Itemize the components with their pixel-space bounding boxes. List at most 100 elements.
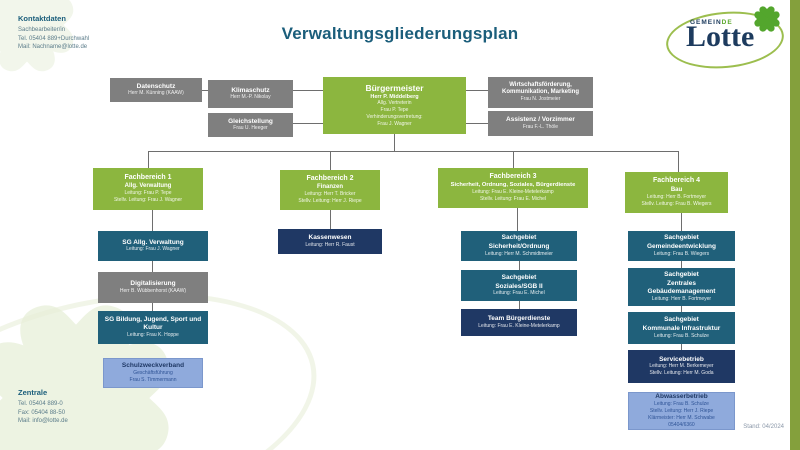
box-line: Herr B. Wübbenhorst (KAAW): [119, 287, 187, 294]
connector-line: [519, 301, 520, 309]
org-box-servicebetrieb: Servicebetrieb Leitung: Herr M. Berkemey…: [628, 350, 735, 383]
box-line: Leitung: Frau E. Kleine-Metelerkamp: [472, 189, 554, 196]
box-person: Frau F.-L. Thöle: [522, 123, 559, 130]
connector-line: [513, 151, 514, 168]
box-title: Sachgebiet: [501, 234, 537, 242]
logo-gemeinde-text: GEMEINDE: [690, 19, 733, 26]
box-title: Fachbereich 3: [489, 173, 537, 181]
box-line: Stellv. Leitung: Herr J. Riepe: [298, 198, 362, 205]
org-box-datenschutz: Datenschutz Herr M. Künning (KAAW): [110, 78, 202, 102]
contact-top-line: Tel. 05404 889+Durchwahl: [18, 35, 90, 42]
box-person: Frau N. Jostmeier: [520, 96, 561, 103]
org-box-sg-sicherheit-ordnung: Sachgebiet Sicherheit/Ordnung Leitung: H…: [461, 231, 577, 261]
box-title: Sachgebiet: [501, 273, 537, 281]
contact-top-line: Sachbearbeiter/in: [18, 26, 66, 33]
clover-icon: [754, 6, 780, 32]
box-subtitle: Finanzen: [316, 184, 343, 191]
org-box-sg-gebaeudemanagement: Sachgebiet Zentrales Gebäudemanagement L…: [628, 268, 735, 306]
box-title3: Gebäudemanagement: [647, 288, 716, 296]
box-title: Sachgebiet: [664, 316, 699, 324]
connector-line: [519, 261, 520, 270]
box-title: Sachgebiet: [664, 271, 699, 279]
box-subtitle: Bau: [670, 186, 683, 193]
box-line: Leitung: Frau J. Wagner: [126, 246, 180, 253]
box-line: Leitung: Frau B. Schulze: [654, 332, 709, 339]
connector-line: [681, 261, 682, 268]
org-box-sg-allg-verwaltung: SG Allg. Verwaltung Leitung: Frau J. Wag…: [98, 231, 208, 261]
connector-line: [517, 208, 518, 231]
box-title: Sachgebiet: [664, 234, 699, 242]
box-title: Assistenz / Vorzimmer: [506, 116, 575, 124]
org-box-fachbereich-4: Fachbereich 4 Bau Leitung: Herr B. Fortm…: [625, 172, 728, 213]
box-line: Verhinderungsvertretung:: [366, 114, 423, 121]
org-box-fachbereich-1: Fachbereich 1 Allg. Verwaltung Leitung: …: [93, 168, 203, 210]
box-title: Datenschutz: [136, 82, 176, 90]
box-line: Stellv. Leitung: Herr J. Riepe: [649, 407, 714, 414]
connector-line: [148, 151, 149, 168]
org-box-assistenz: Assistenz / Vorzimmer Frau F.-L. Thöle: [488, 111, 593, 136]
contact-bottom-line: Mail: info@lotte.de: [18, 418, 68, 425]
box-line: Klärmeister: Herr M. Schwabe: [648, 414, 715, 421]
box-title2: Zentrales: [667, 279, 696, 287]
box-subtitle: Allg. Verwaltung: [124, 183, 172, 190]
box-line: Leitung: Frau B. Wiegers: [653, 250, 710, 257]
box-person: Herr P. Middelberg: [370, 93, 419, 100]
box-line: Stellv. Leitung: Frau E. Michel: [479, 196, 547, 203]
box-person: Frau U. Heeger: [233, 125, 268, 132]
connector-line: [330, 210, 331, 229]
contact-top-line: Mail: Nachname@lotte.de: [18, 44, 88, 51]
box-line: Leitung: Herr M. Schmidtmeier: [485, 250, 553, 257]
box-line: Leitung: Frau B. Schulze: [654, 401, 709, 408]
box-line: Leitung: Herr M. Berkemeyer: [649, 363, 714, 370]
org-box-digitalisierung: Digitalisierung Herr B. Wübbenhorst (KAA…: [98, 272, 208, 303]
contact-top-heading: Kontaktdaten: [18, 14, 66, 23]
connector-line: [152, 210, 153, 231]
connector-line: [681, 306, 682, 312]
connector-line: [152, 303, 153, 311]
box-title: Wirtschaftsförderung, Kommunikation, Mar…: [501, 81, 579, 96]
connector-line: [678, 151, 679, 172]
connector-line: [152, 261, 153, 272]
box-title: Servicebetrieb: [659, 355, 704, 363]
org-box-gleichstellung: Gleichstellung Frau U. Heeger: [208, 113, 293, 137]
box-title: Digitalisierung: [130, 280, 176, 288]
box-title: Team Bürgerdienste: [487, 315, 551, 323]
org-box-fachbereich-2: Fachbereich 2 Finanzen Leitung: Herr T. …: [280, 170, 380, 210]
connector-line: [293, 90, 323, 91]
box-line: Frau S. Timmermann: [129, 376, 177, 383]
connector-line: [466, 123, 488, 124]
box-line: Leitung: Frau E. Kleine-Metelerkamp: [478, 322, 560, 329]
connector-line: [148, 151, 678, 152]
org-box-fachbereich-3: Fachbereich 3 Sicherheit, Ordnung, Sozia…: [438, 168, 588, 208]
box-line: Leitung: Frau K. Hoppe: [127, 331, 179, 338]
box-line: Leitung: Herr T. Bricker: [304, 191, 356, 198]
box-title: SG Allg. Verwaltung: [122, 238, 184, 246]
org-box-team-buergerdienste: Team Bürgerdienste Leitung: Frau E. Klei…: [461, 309, 577, 336]
box-person: Herr M. Künning (KAAW): [128, 90, 184, 97]
org-box-buergermeister: Bürgermeister Herr P. Middelberg Allg. V…: [323, 77, 466, 134]
connector-line: [681, 344, 682, 350]
box-title2: Kommunale Infrastruktur: [642, 325, 721, 333]
box-line: Leitung: Herr B. Fortmeyer: [646, 193, 707, 200]
box-line: Frau J. Wagner: [377, 121, 412, 128]
box-subtitle: Sicherheit, Ordnung, Soziales, Bürgerdie…: [450, 182, 576, 189]
box-line: Stellv. Leitung: Frau J. Wagner: [113, 197, 183, 204]
box-line: Allg. Vertreterin: [377, 100, 412, 107]
box-title2: Gemeindeentwicklung: [647, 243, 716, 251]
version-date-label: Stand: 04/2024: [743, 424, 784, 430]
contact-info-bottom: Zentrale Tel. 05404 889-0 Fax: 05404 88-…: [18, 388, 68, 426]
contact-bottom-heading: Zentrale: [18, 388, 48, 397]
connector-line: [681, 213, 682, 231]
box-title2: Sicherheit/Ordnung: [488, 243, 550, 251]
box-title: Fachbereich 4: [652, 177, 701, 185]
connector-line: [466, 90, 488, 91]
box-line: Stellv. Leitung: Herr M. Goda: [649, 370, 714, 377]
org-box-kassenwesen: Kassenwesen Leitung: Herr R. Faust: [278, 229, 382, 254]
box-title: Fachbereich 1: [124, 173, 172, 181]
box-line: Frau P. Tepe: [380, 107, 409, 114]
contact-info-top: Kontaktdaten Sachbearbeiter/in Tel. 0540…: [18, 14, 89, 52]
right-edge-bar: [790, 0, 800, 450]
box-person: Herr M.-P. Nikolay: [230, 94, 271, 101]
org-box-sg-bildung: SG Bildung, Jugend, Sport und Kultur Lei…: [98, 311, 208, 344]
box-line: Geschäftsführung: [133, 369, 173, 376]
